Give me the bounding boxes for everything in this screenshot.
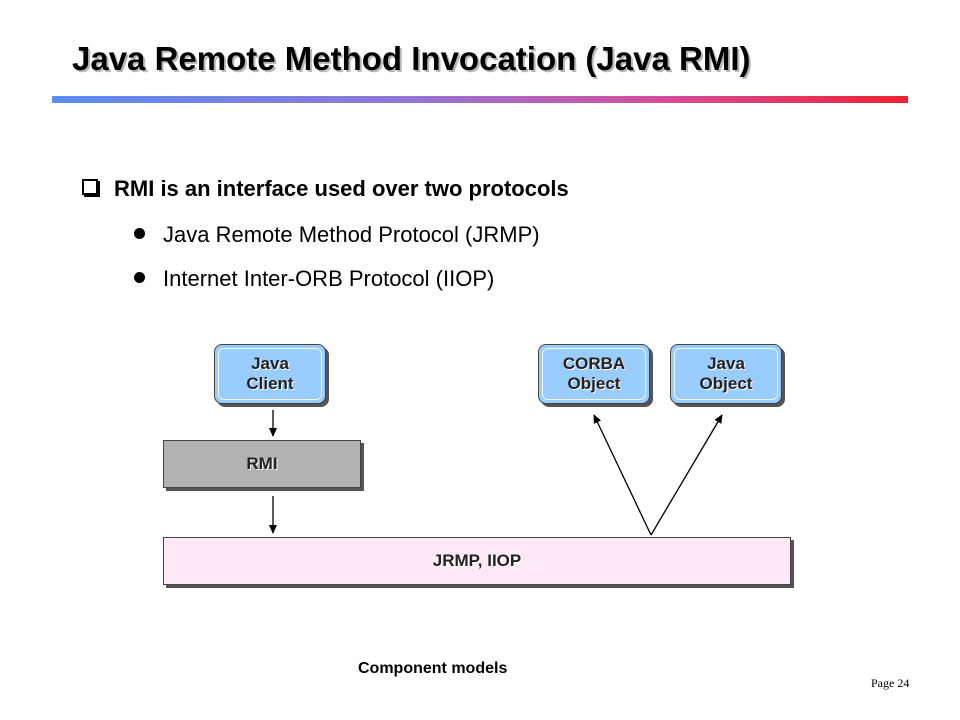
rmi-layer: RMI <box>163 440 361 488</box>
square-bullet-icon <box>82 179 98 195</box>
main-bullet: RMI is an interface used over two protoc… <box>82 176 569 202</box>
java-object-label: Java Object <box>699 354 753 393</box>
java-client-node: Java Client <box>214 344 326 404</box>
diagram-caption: Component models <box>358 660 508 677</box>
title-underline <box>52 96 908 103</box>
protocol-label: JRMP, IIOP <box>432 551 522 570</box>
sub-bullet-text: Java Remote Method Protocol (JRMP) <box>163 222 540 247</box>
arrow-protocols-to-corba <box>593 414 652 536</box>
arrow-protocols-to-java-object <box>650 414 723 536</box>
sub-bullet-jrmp: Java Remote Method Protocol (JRMP) <box>134 222 540 248</box>
rmi-label: RMI <box>246 454 278 473</box>
sub-bullet-text: Internet Inter-ORB Protocol (IIOP) <box>163 266 495 291</box>
page-number: Page 24 <box>871 676 910 690</box>
sub-bullet-iiop: Internet Inter-ORB Protocol (IIOP) <box>134 266 494 292</box>
slide-title: Java Remote Method Invocation (Java RMI) <box>72 40 751 77</box>
corba-object-label: CORBA Object <box>562 354 626 393</box>
corba-object-node: CORBA Object <box>538 344 650 404</box>
protocol-layer: JRMP, IIOP <box>163 537 791 585</box>
bullet-dot-icon <box>134 228 145 239</box>
java-client-label: Java Client <box>246 354 294 393</box>
bullet-dot-icon <box>134 272 145 283</box>
java-object-node: Java Object <box>670 344 782 404</box>
main-bullet-text: RMI is an interface used over two protoc… <box>114 176 569 201</box>
